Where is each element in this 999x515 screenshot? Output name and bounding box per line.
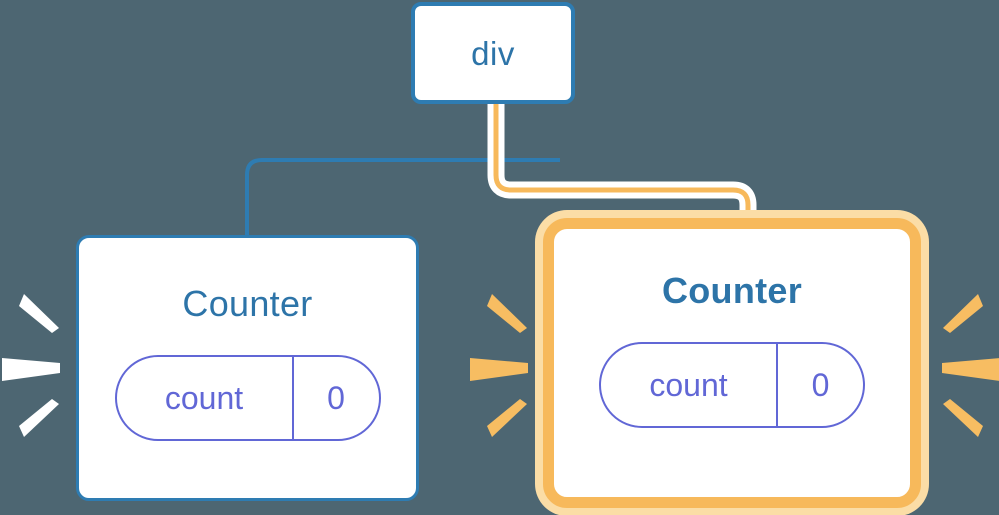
node-div[interactable]: div [411,2,575,104]
edge-div-to-right-counter [493,104,751,248]
node-counter-right-title: Counter [661,270,803,311]
node-counter-right[interactable]: Counter count 0 [543,218,921,508]
state-key-left: count [117,357,294,439]
edge-div-to-left-counter [245,104,495,236]
node-counter-left[interactable]: Counter count 0 [76,235,419,501]
state-key-right: count [601,344,778,426]
state-value-right: 0 [811,367,830,403]
state-value-left: 0 [327,380,345,416]
node-div-label: div [471,34,515,72]
state-pill-left[interactable]: count 0 [114,355,381,441]
node-counter-left-title: Counter [182,283,313,324]
state-pill-right[interactable]: count 0 [599,342,865,428]
